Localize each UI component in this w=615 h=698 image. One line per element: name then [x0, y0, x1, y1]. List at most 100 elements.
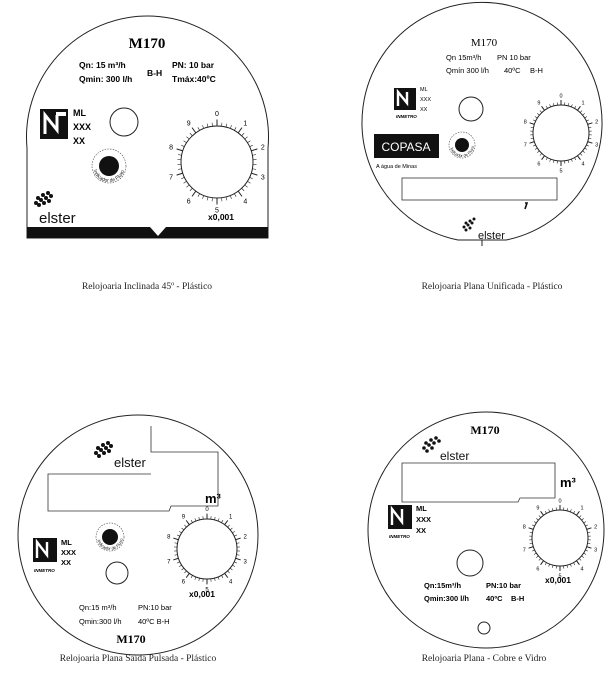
- scale-tick: [236, 554, 240, 556]
- scale-digit: 7: [169, 174, 173, 181]
- spec-class: B-H: [530, 66, 543, 75]
- scale-digit: 5: [559, 168, 562, 174]
- caption-unificada: Relojoaria Plana Unificada - Plástico: [421, 282, 563, 292]
- scale-tick: [185, 572, 190, 578]
- scale-tick: [567, 103, 569, 106]
- cert-xx: XX: [416, 526, 426, 535]
- scale-tick: [189, 188, 193, 192]
- scale-tick: [544, 562, 547, 566]
- scale-digit: 1: [229, 515, 233, 521]
- scale-tick: [576, 560, 580, 566]
- dial-outline: [367, 411, 605, 649]
- scale-tick: [229, 125, 232, 129]
- scale-tick: [174, 542, 178, 544]
- mounting-hole: [477, 621, 491, 635]
- scale-ring: [532, 104, 590, 162]
- scale-digit: 5: [215, 208, 219, 215]
- scale-tick: [190, 519, 193, 523]
- scale-tick: [536, 518, 539, 521]
- scale-tick: [552, 565, 554, 568]
- scale-tick: [178, 564, 182, 567]
- spec-temp-class: 40ºC B-H: [138, 617, 170, 626]
- scale-tick: [221, 575, 224, 579]
- pulse-display-window: [47, 426, 219, 512]
- scale-tick: [178, 154, 182, 156]
- scale-tick: [234, 127, 237, 131]
- brand-label: elster: [440, 449, 469, 463]
- flow-indicator: [448, 131, 476, 159]
- sensor-window: [105, 561, 129, 585]
- scale-tick: [544, 510, 547, 514]
- multiplier-label: x0,001: [208, 212, 234, 222]
- scale-tick: [225, 123, 228, 128]
- scale-digit: 9: [537, 101, 540, 107]
- scale-tick: [173, 557, 179, 561]
- scale-tick: [528, 527, 534, 530]
- scale-tick: [583, 552, 587, 555]
- cert-xx: XX: [73, 136, 85, 146]
- scale-tick: [227, 524, 230, 528]
- scale-digit: 4: [582, 161, 585, 167]
- scale-tick: [549, 104, 551, 108]
- scale-tick: [585, 524, 588, 527]
- scale-tick: [217, 518, 220, 522]
- scale-tick: [237, 190, 243, 197]
- scale-ring: [531, 509, 589, 567]
- display-window: [401, 177, 558, 201]
- spec-qn: Qn: 15 m³/h: [79, 60, 126, 70]
- scale-tick: [232, 531, 236, 534]
- scale-tick: [587, 542, 591, 545]
- scale-digit: 5: [205, 587, 209, 593]
- spec-temp: 40ºC: [504, 66, 521, 75]
- scale-tick: [183, 140, 187, 143]
- scale-tick: [538, 558, 542, 561]
- scale-digit: 7: [167, 560, 171, 566]
- scale-tick: [235, 537, 241, 541]
- scale-tick: [224, 572, 229, 578]
- scale-tick: [530, 126, 534, 129]
- scale-digit: 8: [167, 535, 171, 541]
- flow-indicator: [91, 148, 127, 184]
- scale-digit: 6: [536, 566, 539, 572]
- scale-tick: [173, 537, 179, 541]
- spec-tmax: Tmáx:40ºC: [172, 74, 216, 84]
- model-label: M170: [116, 632, 145, 646]
- scale-tick: [583, 521, 587, 524]
- scale-tick: [251, 148, 258, 152]
- cert-xxx: XXX: [61, 548, 76, 557]
- scale-tick: [190, 575, 193, 579]
- inmetro-logo: [388, 505, 412, 529]
- scale-tick: [573, 510, 576, 514]
- cert-xx: XX: [420, 107, 428, 113]
- scale-digit: 4: [229, 580, 233, 586]
- scale-tick: [177, 561, 180, 564]
- scale-tick: [529, 122, 535, 125]
- scale-tick: [185, 520, 190, 526]
- spec-pn: PN 10 bar: [497, 53, 531, 62]
- scale-tick: [206, 196, 209, 201]
- scale-tick: [587, 531, 591, 534]
- dial-outline: [17, 414, 259, 656]
- scale-digit: 9: [187, 120, 191, 127]
- scale-digit: 1: [581, 506, 584, 512]
- scale-tick: [584, 147, 588, 150]
- scale-tick: [577, 105, 581, 111]
- scale-tick: [541, 155, 545, 161]
- scale-tick: [202, 125, 205, 129]
- scale-tick: [573, 562, 576, 566]
- scale-tick: [252, 168, 256, 170]
- scale-tick: [252, 154, 256, 156]
- spec-pn: PN:10 bar: [486, 581, 521, 590]
- scale-digit: 3: [594, 548, 597, 554]
- scale-tick: [189, 132, 193, 136]
- scale-tick: [534, 116, 538, 119]
- base-notch: [150, 227, 166, 236]
- scale-tick: [241, 132, 245, 136]
- caption-saida-pulsada: Relojoaria Plana Saída Pulsada - Plástic…: [59, 654, 217, 664]
- scale-tick: [532, 524, 535, 527]
- scale-tick: [533, 144, 536, 147]
